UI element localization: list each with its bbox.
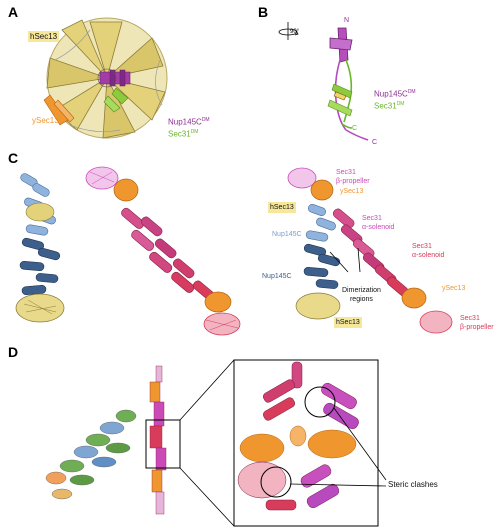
panel-b-insertion-blade <box>278 22 369 141</box>
panel-letter-a: A <box>8 4 19 20</box>
zoom-source-box <box>145 419 181 469</box>
clash-circle-top <box>304 386 336 418</box>
label-dimerization-regions: Dimerization regions <box>342 286 381 304</box>
label-c-terminus-purple: C <box>372 139 378 146</box>
panel-letter-b: B <box>258 4 269 20</box>
label-steric-clashes: Steric clashes <box>388 480 438 489</box>
label-n-terminus: N <box>344 17 350 24</box>
sec31-bprop-top-line2: β-propeller <box>336 178 370 185</box>
rotation-arrow-icon <box>278 22 299 40</box>
sec31-base-a: Sec31 <box>168 129 191 139</box>
nup145c-base-b: Nup145C <box>374 89 408 99</box>
label-rotation-90: 90° <box>290 29 300 35</box>
panel-letter-c: C <box>8 150 19 166</box>
label-sec31-dm-b: Sec31DM <box>374 100 404 111</box>
label-sec31-dm-a: Sec31DM <box>168 128 198 139</box>
label-sec31-bprop-top: Sec31 β-propeller <box>336 168 370 186</box>
sec31-bprop-top-line1: Sec31 <box>336 169 356 176</box>
sec31-asol-red-line2: α-solenoid <box>412 252 445 259</box>
panel-c-left-structure <box>15 166 241 336</box>
sec31-bprop-red-line2: β-propeller <box>460 324 494 331</box>
label-c-terminus-green: C <box>352 125 358 132</box>
dimer-line2: regions <box>349 296 373 303</box>
label-nup145c-dm-a: Nup145CDM <box>168 116 210 127</box>
label-sec31-bprop-red: Sec31 β-propeller <box>460 314 494 332</box>
nup145c-base-a: Nup145C <box>168 117 202 127</box>
sec31-asol-magenta-line2: α-solenoid <box>362 224 395 231</box>
label-hsec13-bottom: hSec13 <box>334 317 362 328</box>
label-sec31-asol-magenta: Sec31 α-solenoid <box>362 214 394 232</box>
sec31-asol-red-line1: Sec31 <box>412 243 432 250</box>
label-ysec13-top: ySec13 <box>340 188 364 195</box>
label-ysec13-a: ySec13 <box>32 116 59 125</box>
sec31-base-b: Sec31 <box>374 101 397 111</box>
label-nup145c-dm-b: Nup145CDM <box>374 88 416 99</box>
label-nup145c-light: Nup145C <box>272 231 302 238</box>
label-hsec13-a: hSec13 <box>28 31 60 42</box>
clash-circle-bottom <box>260 466 292 498</box>
panel-letter-d: D <box>8 344 19 360</box>
label-sec31-asol-red: Sec31 α-solenoid <box>412 242 444 260</box>
sec31-sup-b: DM <box>396 101 405 107</box>
panel-a-propeller <box>43 17 168 139</box>
label-ysec13-bottom: ySec13 <box>442 285 466 292</box>
nup145c-sup-b: DM <box>407 89 416 95</box>
sec31-bprop-red-line1: Sec31 <box>460 315 480 322</box>
panel-c-right-structure <box>287 167 453 334</box>
nup145c-sup-a: DM <box>201 117 210 123</box>
label-hsec13-mid: hSec13 <box>268 202 296 213</box>
sec31-sup-a: DM <box>190 129 199 135</box>
label-nup145c-dark: Nup145C <box>262 273 292 280</box>
panel-d-lattice <box>45 359 387 527</box>
dimer-line1: Dimerization <box>342 287 381 294</box>
sec31-asol-magenta-line1: Sec31 <box>362 215 382 222</box>
